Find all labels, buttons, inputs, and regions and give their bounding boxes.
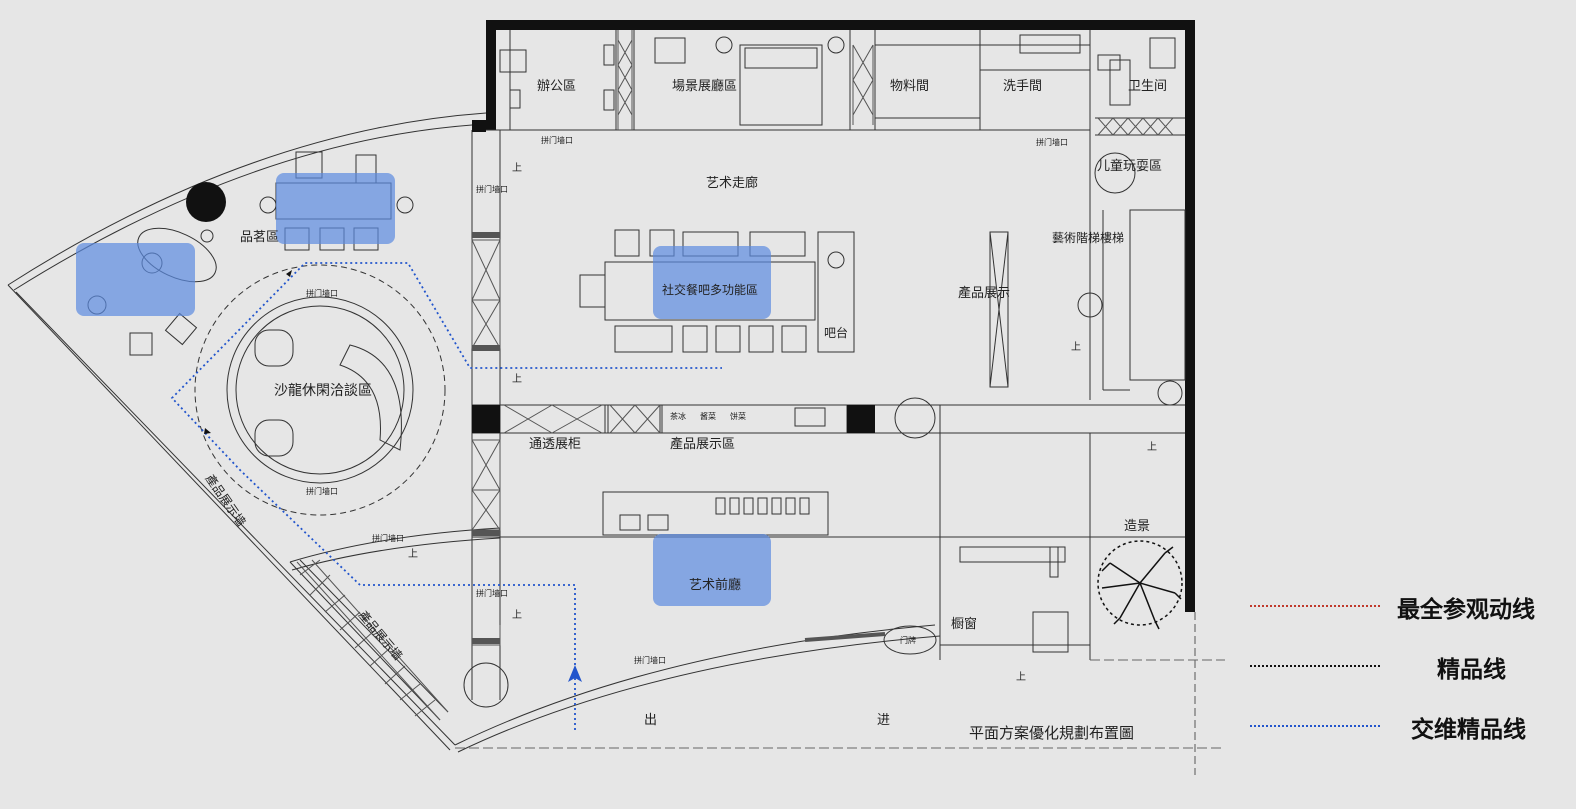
label-front-hall: 艺术前廳 xyxy=(689,577,741,593)
label-salon: 沙龍休閑洽談區 xyxy=(274,382,372,399)
enter-label: 进 xyxy=(877,713,890,728)
legend-label-full: 最全参观动线 xyxy=(1397,597,1535,623)
door-label: 拼门墙口 xyxy=(634,655,666,665)
legend-label-cross: 交维精品线 xyxy=(1411,717,1526,743)
up-label: 上 xyxy=(1016,671,1026,683)
label-tea: 品茗區 xyxy=(240,230,279,245)
right-wall xyxy=(1185,20,1195,612)
label-display-wall-1: 產品展示墙 xyxy=(203,471,250,529)
label-kids: 儿童玩耍區 xyxy=(1097,158,1162,174)
highlight-tea xyxy=(276,173,395,244)
up-label: 上 xyxy=(1147,441,1157,453)
up-label: 上 xyxy=(512,162,522,174)
door-label: 拼门墙口 xyxy=(306,288,338,298)
door-label: 拼门墙口 xyxy=(306,486,338,496)
sign-label: 门牌 xyxy=(900,635,916,645)
label-social: 社交餐吧多功能區 xyxy=(662,282,758,297)
route-line xyxy=(170,262,722,730)
plan-title: 平面方案優化規劃布置圖 xyxy=(969,724,1134,742)
legend-line-cross xyxy=(1250,725,1380,727)
left-upper-wall xyxy=(486,20,496,130)
door-label: 拼门墙口 xyxy=(541,135,573,145)
legend-line-full xyxy=(1250,605,1380,607)
tree-icon xyxy=(1097,540,1183,630)
column-black xyxy=(186,182,226,222)
legend-label-premium: 精品线 xyxy=(1437,657,1506,683)
label-landscape: 造景 xyxy=(1124,519,1150,534)
legend-line-premium xyxy=(1250,665,1380,667)
label-scene: 場景展廳區 xyxy=(672,78,737,94)
label-gallery: 艺术走廊 xyxy=(706,175,758,191)
label-wash: 洗手間 xyxy=(1003,79,1042,94)
door-label: 拼门墙口 xyxy=(476,184,508,194)
route-arrow-icon xyxy=(568,665,582,682)
highlight-social xyxy=(653,246,771,319)
highlight-lounge xyxy=(76,243,195,316)
up-label: 上 xyxy=(1071,341,1081,353)
label-window: 橱窗 xyxy=(951,616,977,632)
label-product-display: 產品展示 xyxy=(958,285,1010,301)
highlight-front-hall xyxy=(653,534,771,606)
label-office: 辦公區 xyxy=(537,79,576,94)
label-stairs: 藝術階梯樓梯 xyxy=(1052,230,1124,245)
label-material: 物料間 xyxy=(890,79,929,94)
cabinet-label: 饼菜 xyxy=(730,411,746,421)
up-label: 上 xyxy=(512,609,522,621)
door-label: 拼门墙口 xyxy=(372,533,404,543)
exit-label: 出 xyxy=(644,713,657,728)
door-label: 拼门墙口 xyxy=(1036,137,1068,147)
cabinet-label: 酱菜 xyxy=(700,411,716,421)
up-label: 上 xyxy=(512,373,522,385)
label-bar: 吧台 xyxy=(824,325,848,340)
door-label: 拼门墙口 xyxy=(476,588,508,598)
cabinet-label: 茶冰 xyxy=(670,411,686,421)
top-wall xyxy=(486,20,1195,30)
label-see-through: 通透展柜 xyxy=(529,437,581,452)
up-label: 上 xyxy=(408,548,418,560)
label-toilet: 卫生间 xyxy=(1128,79,1167,94)
label-product-area: 產品展示區 xyxy=(670,436,735,452)
